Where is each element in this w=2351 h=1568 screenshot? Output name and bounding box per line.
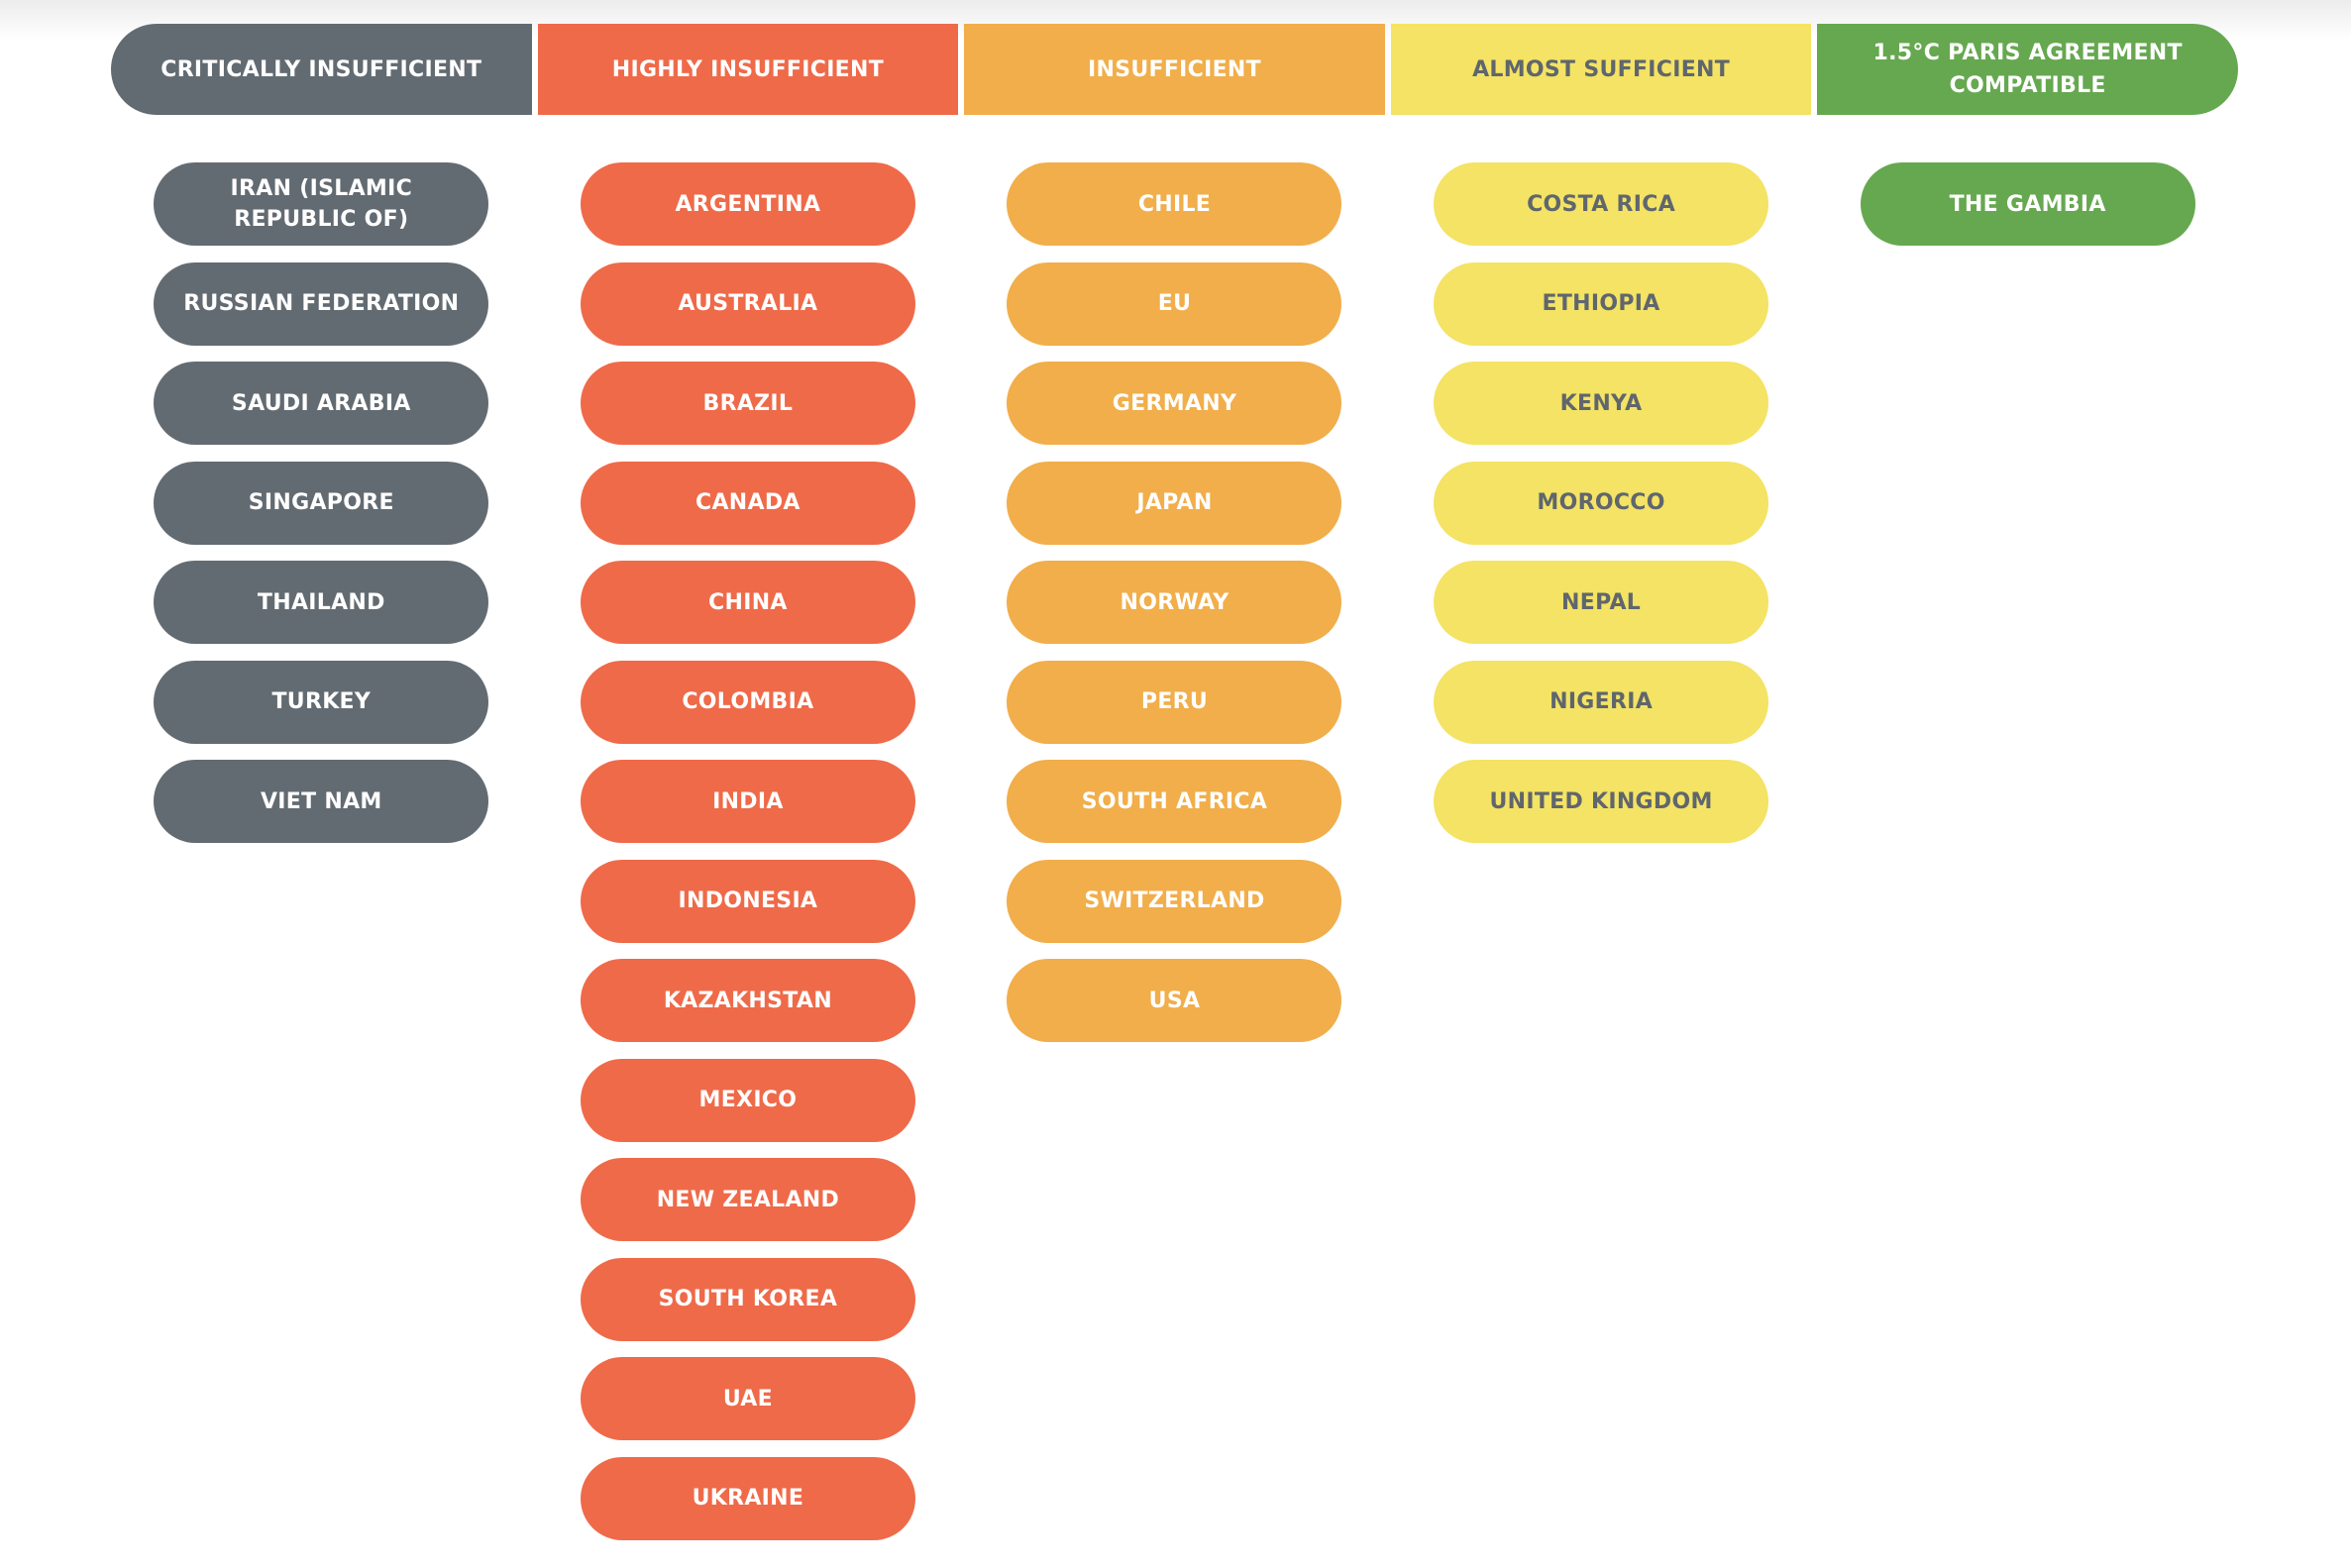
country-pill-new-zealand[interactable]: NEW ZEALAND — [580, 1158, 915, 1241]
country-pill-ethiopia[interactable]: ETHIOPIA — [1434, 261, 1769, 346]
header-insufficient: INSUFFICIENT — [964, 24, 1385, 115]
country-pill-south-korea[interactable]: SOUTH KOREA — [580, 1257, 915, 1341]
country-pill-canada[interactable]: CANADA — [580, 461, 915, 545]
column-almost-sufficient: COSTA RICA ETHIOPIA KENYA MOROCCO NEPAL NIGER… — [1391, 162, 1812, 1540]
country-pill-costa-rica[interactable]: COSTA RICA — [1434, 162, 1769, 246]
country-pill-saudi-arabia[interactable]: SAUDI ARABIA — [154, 362, 489, 445]
country-pill-the-gambia[interactable]: THE GAMBIA — [1860, 162, 2195, 246]
country-pill-ukraine[interactable]: UKRAINE — [580, 1456, 915, 1540]
country-pill-iran-islamic-republic-of[interactable]: IRAN (ISLAMIC REPUBLIC OF) — [154, 162, 489, 246]
country-pill-colombia[interactable]: COLOMBIA — [580, 660, 915, 744]
column-critically-insufficient: IRAN (ISLAMIC REPUBLIC OF) RUSSIAN FEDERA… — [111, 162, 532, 1540]
country-pill-eu[interactable]: EU — [1007, 261, 1342, 346]
country-pill-chile[interactable]: CHILE — [1007, 162, 1342, 246]
country-pill-uae[interactable]: UAE — [580, 1357, 915, 1440]
country-pill-thailand[interactable]: THAILAND — [154, 561, 489, 644]
country-pill-morocco[interactable]: MOROCCO — [1434, 461, 1769, 545]
country-pill-united-kingdom[interactable]: UNITED KINGDOM — [1434, 760, 1769, 843]
country-pill-nepal[interactable]: NEPAL — [1434, 561, 1769, 644]
header-highly-insufficient: HIGHLY INSUFFICIENT — [537, 24, 959, 115]
country-pill-usa[interactable]: USA — [1007, 959, 1342, 1042]
country-pill-kazakhstan[interactable]: KAZAKHSTAN — [580, 959, 915, 1042]
country-pill-nigeria[interactable]: NIGERIA — [1434, 660, 1769, 744]
column-insufficient: CHILE EU GERMANY JAPAN NORWAY PERU SOUTH AFRIC… — [964, 162, 1385, 1540]
country-pill-south-africa[interactable]: SOUTH AFRICA — [1007, 760, 1342, 843]
rating-columns: IRAN (ISLAMIC REPUBLIC OF) RUSSIAN FEDERA… — [111, 162, 2238, 1540]
country-pill-brazil[interactable]: BRAZIL — [580, 362, 915, 445]
column-1-5-c-paris-agreement-compatible: THE GAMBIA — [1817, 162, 2238, 1540]
header-critically-insufficient: CRITICALLY INSUFFICIENT — [111, 24, 532, 115]
country-pill-argentina[interactable]: ARGENTINA — [580, 162, 915, 246]
country-pill-india[interactable]: INDIA — [580, 760, 915, 843]
country-pill-australia[interactable]: AUSTRALIA — [580, 261, 915, 346]
header-1-5-c-paris-agreement-compatible: 1.5°C PARIS AGREEMENT COMPATIBLE — [1817, 24, 2238, 115]
country-pill-russian-federation[interactable]: RUSSIAN FEDERATION — [154, 261, 489, 346]
header-almost-sufficient: ALMOST SUFFICIENT — [1390, 24, 1812, 115]
country-pill-mexico[interactable]: MEXICO — [580, 1058, 915, 1142]
country-pill-switzerland[interactable]: SWITZERLAND — [1007, 859, 1342, 943]
column-highly-insufficient: ARGENTINA AUSTRALIA BRAZIL CANADA CHINA COLOM… — [538, 162, 959, 1540]
country-pill-viet-nam[interactable]: VIET NAM — [154, 760, 489, 843]
country-pill-turkey[interactable]: TURKEY — [154, 660, 489, 744]
country-pill-norway[interactable]: NORWAY — [1007, 561, 1342, 644]
country-pill-kenya[interactable]: KENYA — [1434, 362, 1769, 445]
country-pill-china[interactable]: CHINA — [580, 561, 915, 644]
country-pill-singapore[interactable]: SINGAPORE — [154, 461, 489, 545]
country-pill-peru[interactable]: PERU — [1007, 660, 1342, 744]
country-pill-indonesia[interactable]: INDONESIA — [580, 859, 915, 943]
country-pill-germany[interactable]: GERMANY — [1007, 362, 1342, 445]
country-pill-japan[interactable]: JAPAN — [1007, 461, 1342, 545]
